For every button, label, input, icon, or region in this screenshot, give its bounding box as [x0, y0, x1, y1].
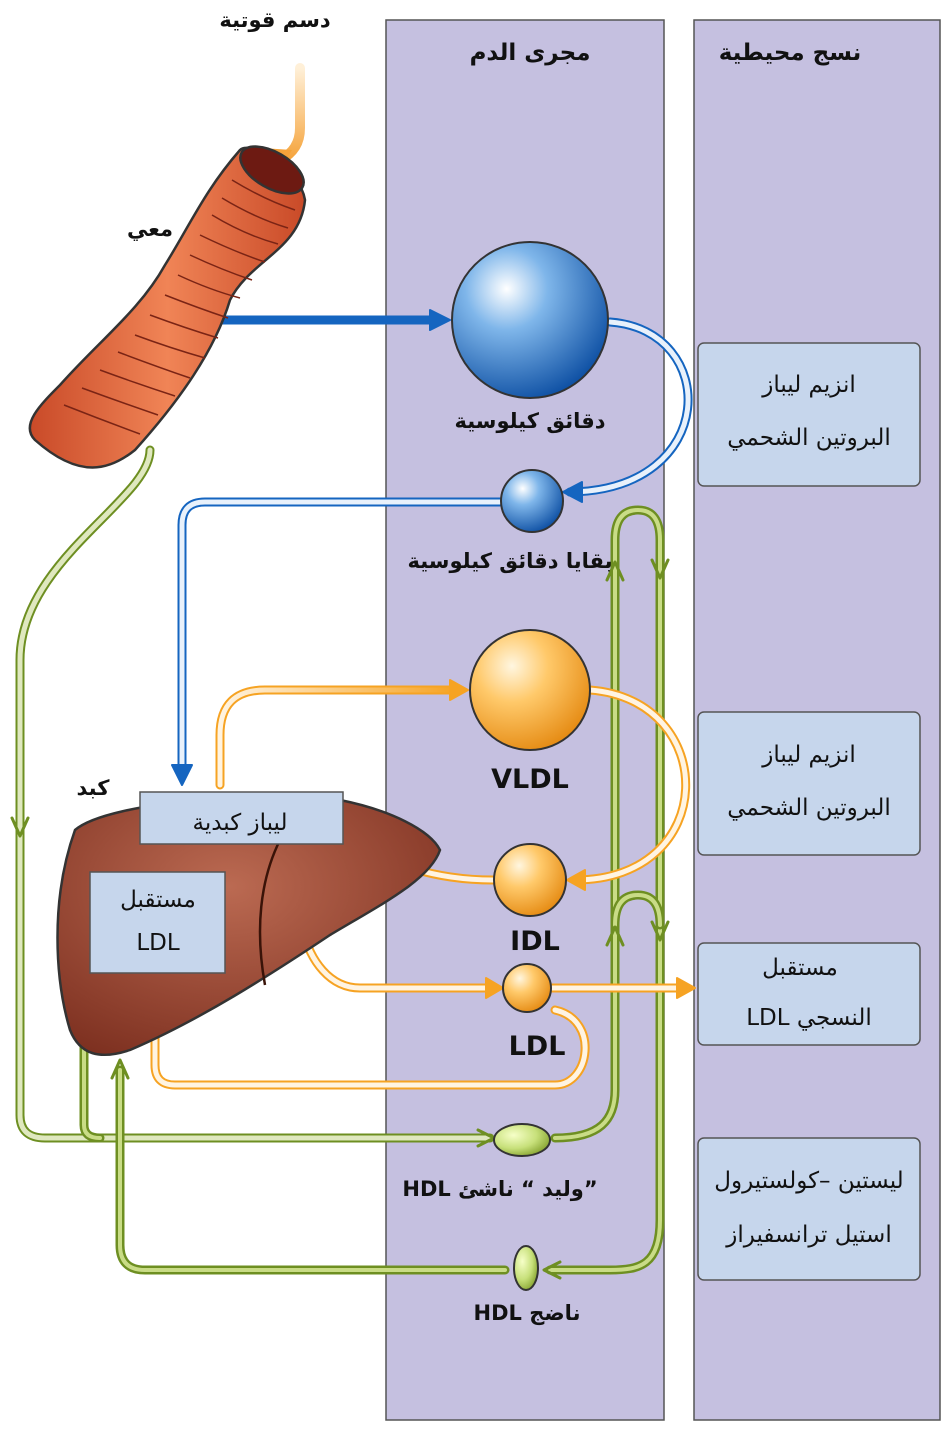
liver-label: كبد — [77, 776, 111, 800]
idl-particle — [493, 843, 567, 917]
ldl-label: LDL — [509, 1031, 566, 1062]
chylomicron-particle — [451, 241, 609, 399]
svg-text:استيل ترانسفيراز: استيل ترانسفيراز — [725, 1222, 891, 1248]
chylomicron-remnant-label: بقايا دقائق كيلوسية — [408, 549, 613, 573]
liver-ldl-receptor-box: مستقبل LDL — [89, 871, 226, 974]
nascent-hdl-particle — [493, 1123, 551, 1157]
intestine-label: معي — [127, 217, 173, 241]
lipoprotein-lipase-box-2: انزيم ليباز البروتين الشحمي — [697, 711, 921, 856]
chylomicron-remnant-particle — [500, 469, 564, 533]
svg-text:انزيم ليباز: انزيم ليباز — [761, 742, 856, 768]
mature-hdl-label: HDL ناضج — [474, 1301, 581, 1325]
svg-text:ليستين –كولستيرول: ليستين –كولستيرول — [714, 1168, 903, 1194]
ldl-particle — [502, 963, 552, 1013]
dietary-fat-label: دسم قوتية — [219, 8, 331, 32]
hdl-pathway-arrows — [15, 445, 665, 1275]
svg-text:LDL: LDL — [136, 930, 180, 956]
hepatic-lipase-box: ليباز كبدية — [139, 791, 344, 845]
mature-hdl-particle — [513, 1245, 539, 1291]
chylomicron-label: دقائق كيلوسية — [454, 409, 605, 433]
lcat-enzyme-box: ليستين –كولستيرول استيل ترانسفيراز — [697, 1137, 921, 1281]
svg-text:البروتين الشحمي: البروتين الشحمي — [727, 795, 891, 821]
svg-text:انزيم ليباز: انزيم ليباز — [761, 372, 856, 398]
lipoprotein-lipase-box-1: انزيم ليباز البروتين الشحمي — [697, 342, 921, 487]
intestine — [28, 145, 307, 469]
svg-text:مستقبل: مستقبل — [762, 955, 838, 981]
bloodstream-header: مجرى الدم — [470, 40, 591, 66]
svg-text:البروتين الشحمي: البروتين الشحمي — [727, 425, 891, 451]
tissue-ldl-receptor-box: مستقبل LDL النسجي — [697, 942, 921, 1046]
vldl-label: VLDL — [491, 764, 569, 795]
svg-text:ليباز كبدية: ليباز كبدية — [192, 810, 287, 836]
svg-text:مستقبل: مستقبل — [120, 887, 196, 913]
nascent-hdl-label: HDL وليد “ ناشئ” — [402, 1177, 597, 1201]
peripheral-tissue-header: نسج محيطية — [719, 40, 862, 66]
vldl-particle — [469, 629, 591, 751]
hdl-arrowheads — [10, 558, 670, 1280]
liver — [56, 795, 442, 1057]
chylomicron-pathway-arrows — [171, 309, 693, 786]
idl-label: IDL — [510, 926, 560, 957]
svg-text:LDL النسجي: LDL النسجي — [746, 1005, 872, 1031]
